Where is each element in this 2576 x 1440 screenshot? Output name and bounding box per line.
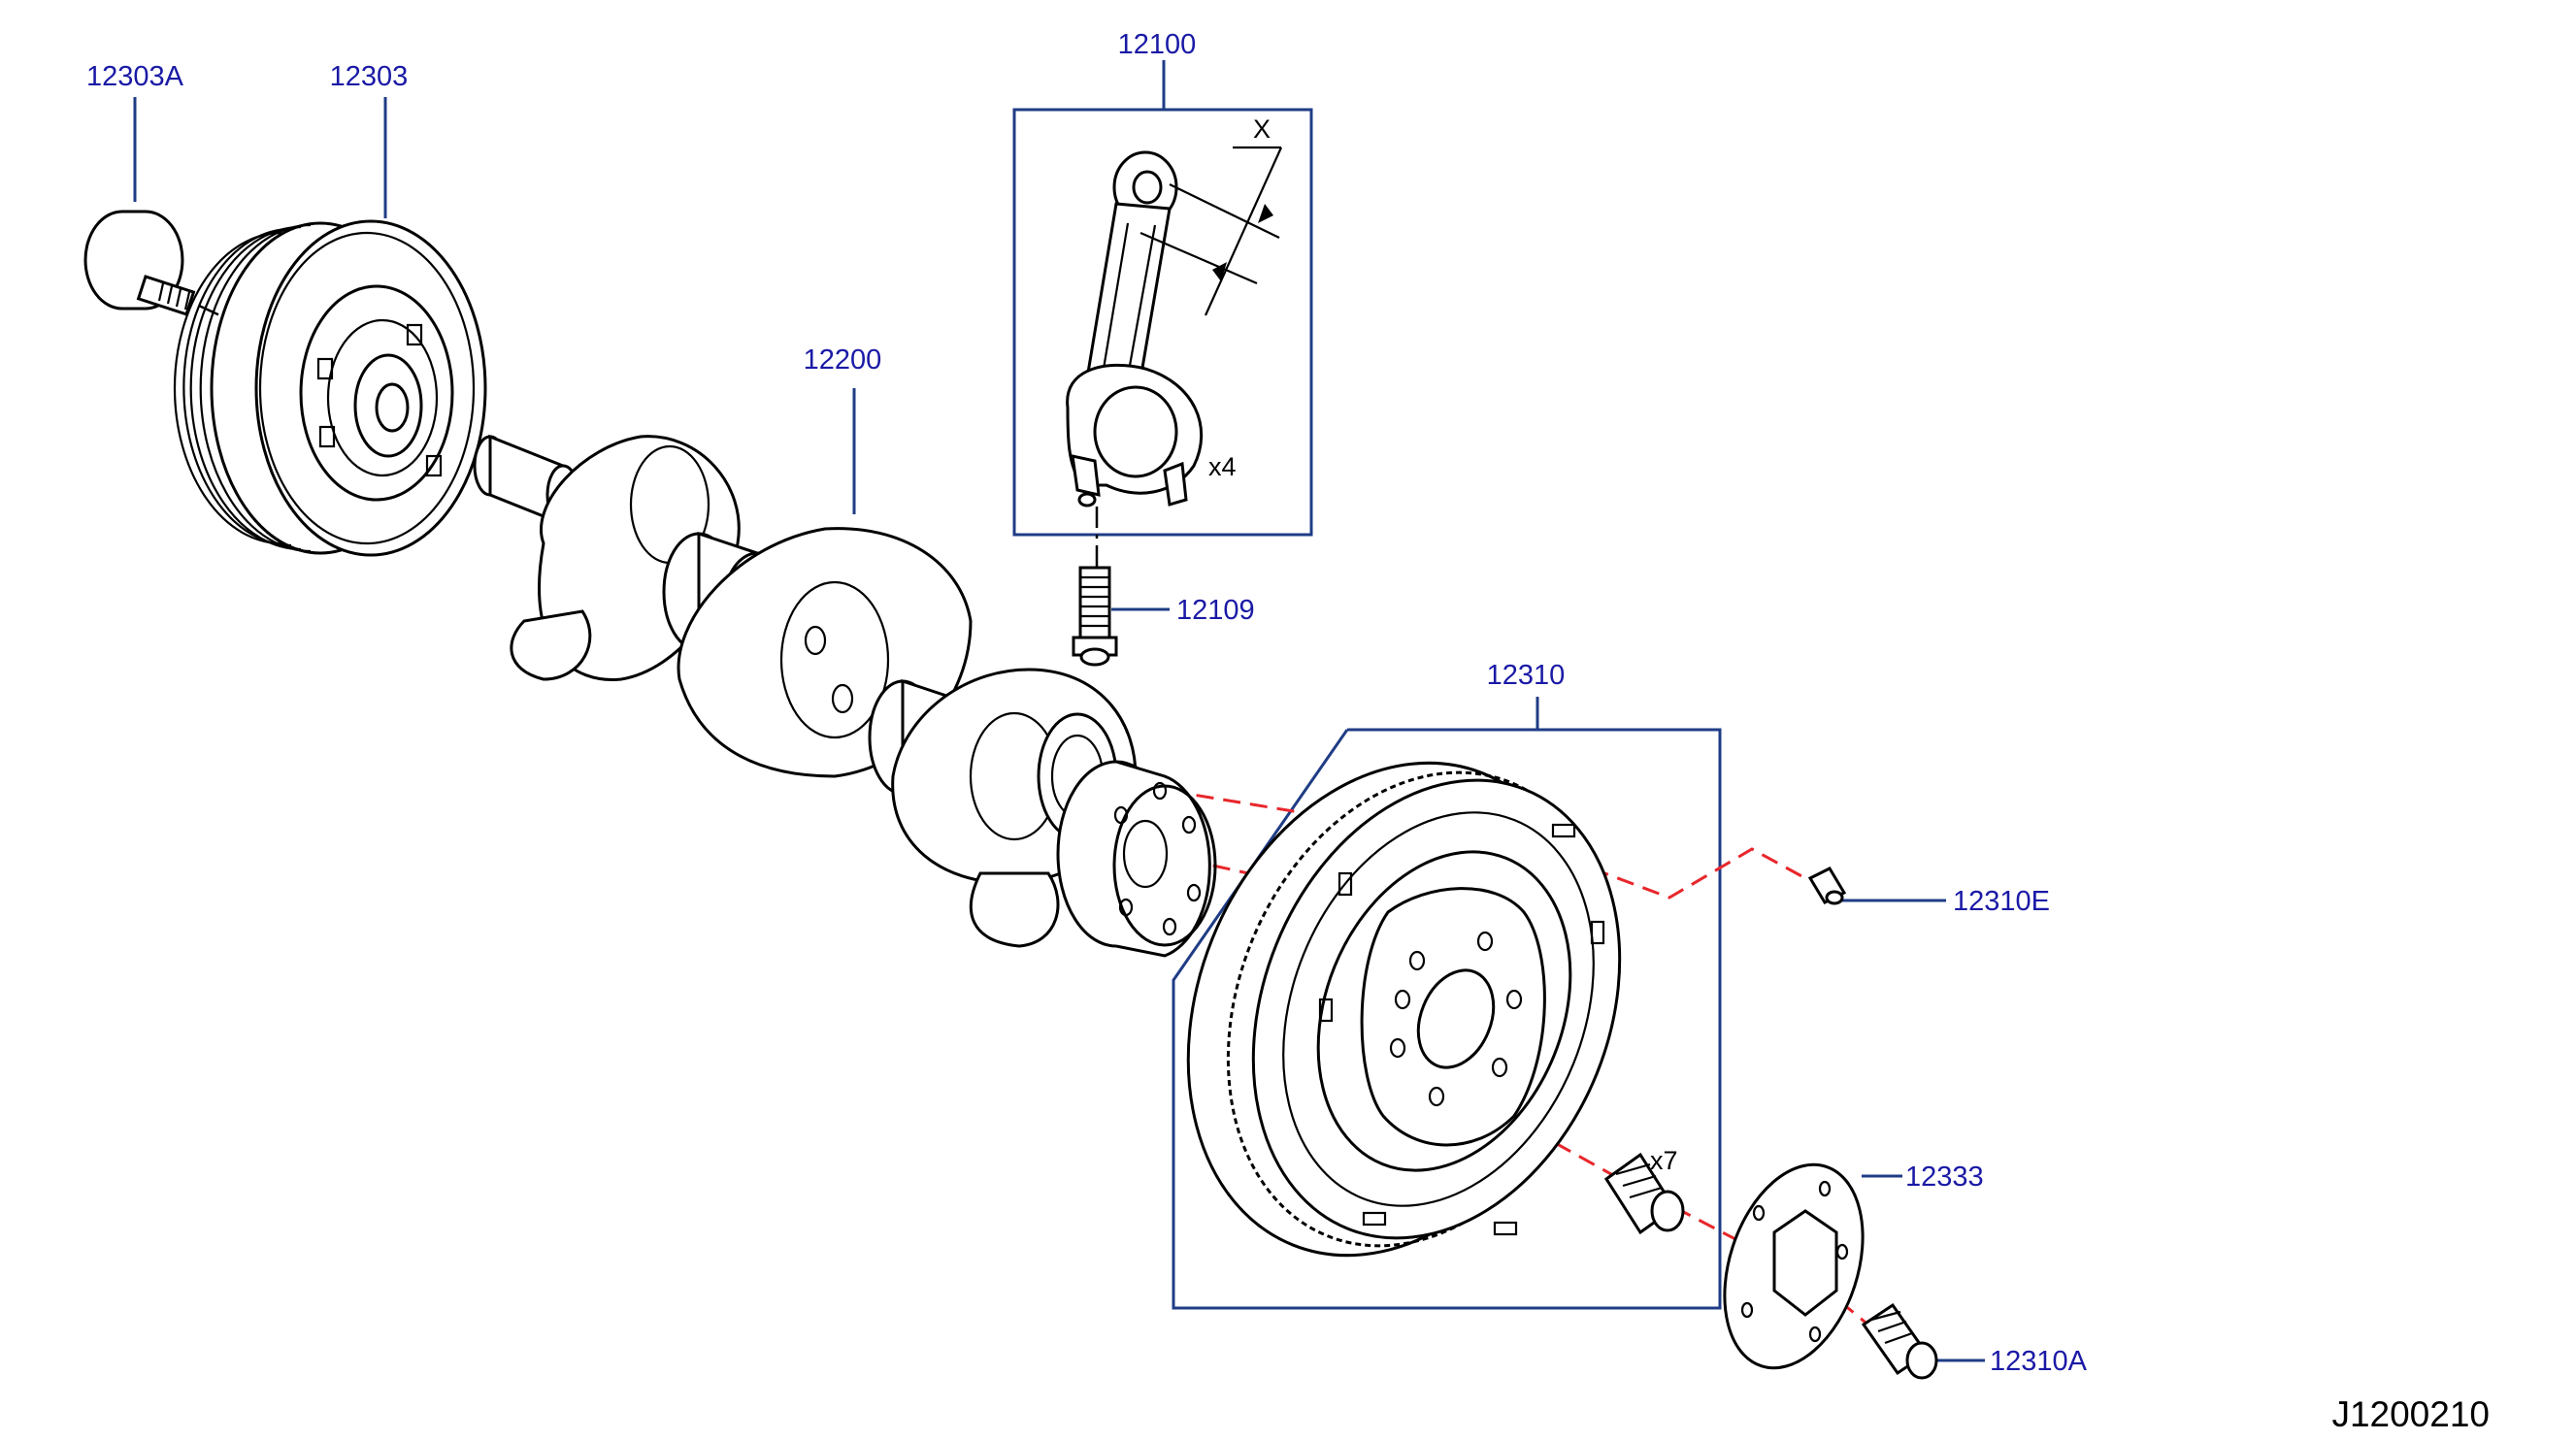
connecting-rod-drawing bbox=[1066, 146, 1283, 507]
reinforcement-plate-drawing bbox=[1723, 1162, 1865, 1370]
bolt-guide-line bbox=[1436, 1075, 1899, 1351]
rod-bolt-drawing bbox=[1072, 566, 1118, 667]
label-12200[interactable]: 12200 bbox=[804, 344, 882, 376]
label-12303a[interactable]: 12303A bbox=[86, 61, 184, 92]
label-12100[interactable]: 12100 bbox=[1118, 29, 1197, 60]
diagram-reference-code: J1200210 bbox=[2331, 1394, 2490, 1434]
crankshaft-drawing bbox=[473, 434, 1217, 958]
flywheel-guide-line-upper bbox=[1169, 789, 1583, 861]
plate-bolt-drawing bbox=[1861, 1302, 1938, 1380]
flywheel-bolt-mid-drawing bbox=[1603, 1152, 1685, 1235]
dimension-x-label: X bbox=[1253, 115, 1271, 144]
dowel-guide-line bbox=[1591, 847, 1806, 900]
flywheel-drawing bbox=[1186, 761, 1622, 1258]
crank-pulley-drawing bbox=[173, 219, 487, 557]
label-12333[interactable]: 12333 bbox=[1905, 1162, 1984, 1193]
dowel-pin-drawing bbox=[1807, 867, 1847, 905]
crank-pulley-bolt-drawing bbox=[83, 210, 196, 316]
label-12109[interactable]: 12109 bbox=[1176, 595, 1255, 626]
label-12310e[interactable]: 12310E bbox=[1953, 886, 2050, 917]
label-12310a[interactable]: 12310A bbox=[1990, 1346, 2088, 1377]
rod-quantity-label: x4 bbox=[1208, 452, 1237, 481]
label-12310[interactable]: 12310 bbox=[1487, 660, 1566, 691]
bolt-quantity-label: x7 bbox=[1650, 1146, 1678, 1175]
label-12303[interactable]: 12303 bbox=[330, 61, 409, 92]
connecting-rod-callout-box bbox=[1012, 108, 1313, 537]
flywheel-callout-box bbox=[1172, 728, 1722, 1310]
